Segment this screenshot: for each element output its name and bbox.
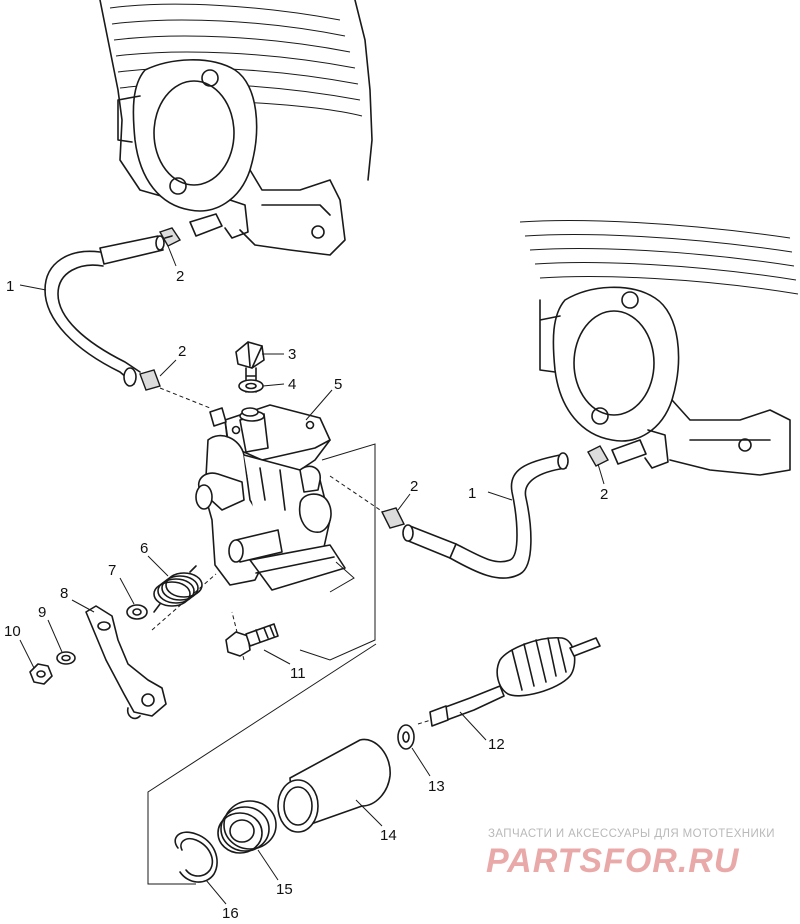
callout-2-lower-clamp: 2: [178, 343, 186, 360]
callout-2-right-clamp-upper: 2: [600, 486, 608, 503]
callout-5-oil-pump: 5: [334, 376, 342, 393]
upper-cylinder: [99, 0, 373, 256]
pump-top-washer: [241, 407, 259, 417]
flange-bolt: [225, 623, 279, 657]
return-spring: [153, 565, 203, 613]
right-cylinder-fitting: [611, 439, 647, 465]
callout-10-nut: 10: [4, 623, 21, 640]
upper-hose-clamp: [158, 227, 182, 247]
callout-1-upper-hose: 1: [6, 278, 14, 295]
oil-pump-body: [195, 404, 346, 591]
sealing-washer: [238, 379, 264, 393]
right-cylinder: [519, 220, 799, 476]
right-hose-clamp-lower: [380, 507, 406, 529]
lower-hose-clamp: [139, 369, 161, 391]
right-oil-hose: [402, 452, 569, 579]
callout-7-washer: 7: [108, 562, 116, 579]
shaft-washer: [397, 724, 415, 750]
hex-nut: [29, 663, 53, 685]
snap-ring: [174, 831, 218, 883]
callout-4-washer: 4: [288, 376, 296, 393]
bushing-sleeve: [277, 738, 391, 833]
oil-seal: [217, 800, 277, 854]
watermark-caption: ЗАПЧАСТИ И АКСЕССУАРЫ ДЛЯ МОТОТЕХНИКИ: [488, 828, 775, 840]
callout-14-sleeve: 14: [380, 827, 397, 844]
callout-6-spring: 6: [140, 540, 148, 557]
upper-oil-hose: [44, 235, 165, 387]
callout-15-seal: 15: [276, 881, 293, 898]
callout-9-lock-washer: 9: [38, 604, 46, 621]
callout-1-right-hose: 1: [468, 485, 476, 502]
callout-3-banjo-bolt: 3: [288, 346, 296, 363]
callout-2-right-clamp-lower: 2: [410, 478, 418, 495]
callout-11-bolt: 11: [290, 665, 306, 682]
callout-12-drive-shaft: 12: [488, 736, 505, 753]
right-hose-clamp-upper: [587, 445, 609, 467]
callout-2-upper-clamp: 2: [176, 268, 184, 285]
callout-8-lever: 8: [60, 585, 68, 602]
drive-shaft-gear: [429, 637, 601, 727]
callout-16-snap-ring: 16: [222, 905, 239, 922]
control-lever: [85, 605, 167, 720]
watermark-logo: PARTSFOR.RU: [486, 842, 740, 880]
callout-13-washer: 13: [428, 778, 445, 795]
lock-washer: [56, 651, 76, 665]
lever-washer: [126, 604, 148, 620]
